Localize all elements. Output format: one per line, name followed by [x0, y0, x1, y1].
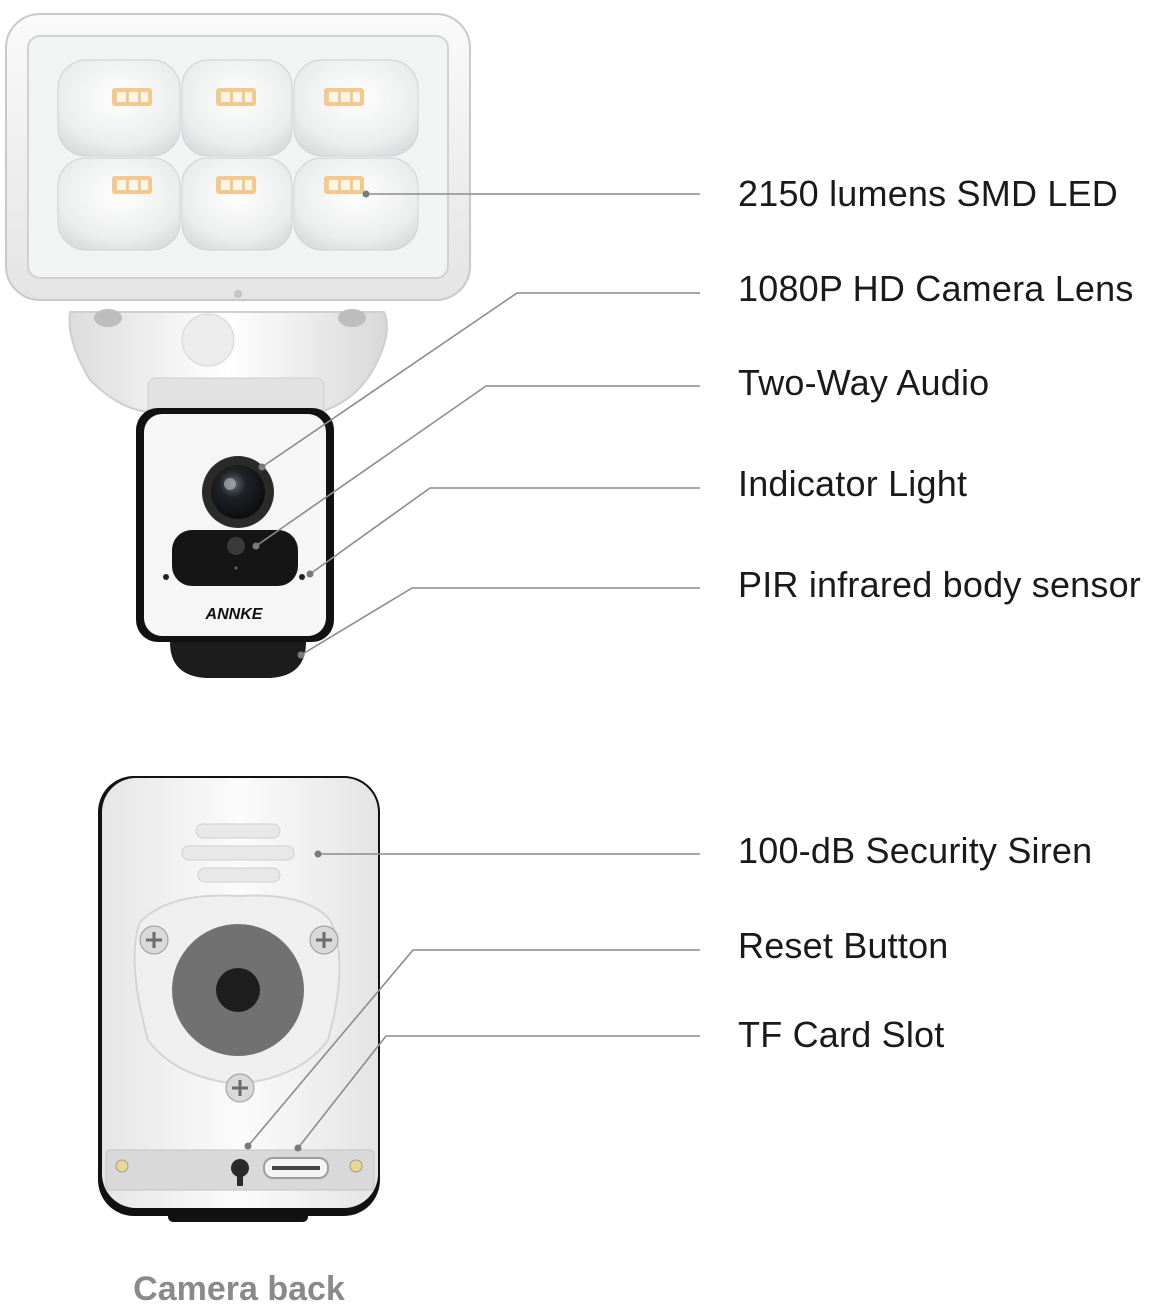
- indicator-led-icon: [299, 574, 305, 580]
- microphone-icon: [227, 537, 245, 555]
- pir-sensor-dome: [170, 642, 306, 678]
- screw-icon: [139, 925, 169, 955]
- callout-siren-label: 100-dB Security Siren: [738, 830, 1093, 871]
- callout-indicator-label: Indicator Light: [738, 463, 968, 504]
- leader-lines: [244, 190, 700, 1152]
- camera-back-caption: Camera back: [133, 1270, 345, 1308]
- callout-led-label: 2150 lumens SMD LED: [738, 173, 1118, 214]
- camera-back: [98, 776, 380, 1222]
- callout-tf-label: TF Card Slot: [738, 1014, 945, 1055]
- callout-audio-label: Two-Way Audio: [738, 362, 990, 403]
- pir-window: [172, 530, 298, 586]
- speaker-hole-icon: [163, 574, 169, 580]
- callout-lens-label: 1080P HD Camera Lens: [738, 268, 1134, 309]
- brand-logo: ANNKE: [205, 606, 264, 623]
- led-array: [57, 59, 419, 251]
- callout-pir-label: PIR infrared body sensor: [738, 564, 1141, 605]
- camera-head: ANNKE: [136, 408, 334, 678]
- mounting-arm: [68, 309, 388, 419]
- led-floodlight-panel: [5, 13, 471, 301]
- siren-grille: [181, 823, 295, 883]
- camera-lens-icon: [211, 465, 265, 519]
- callout-reset-label: Reset Button: [738, 925, 949, 966]
- screw-icon: [309, 925, 339, 955]
- screw-icon: [225, 1073, 255, 1103]
